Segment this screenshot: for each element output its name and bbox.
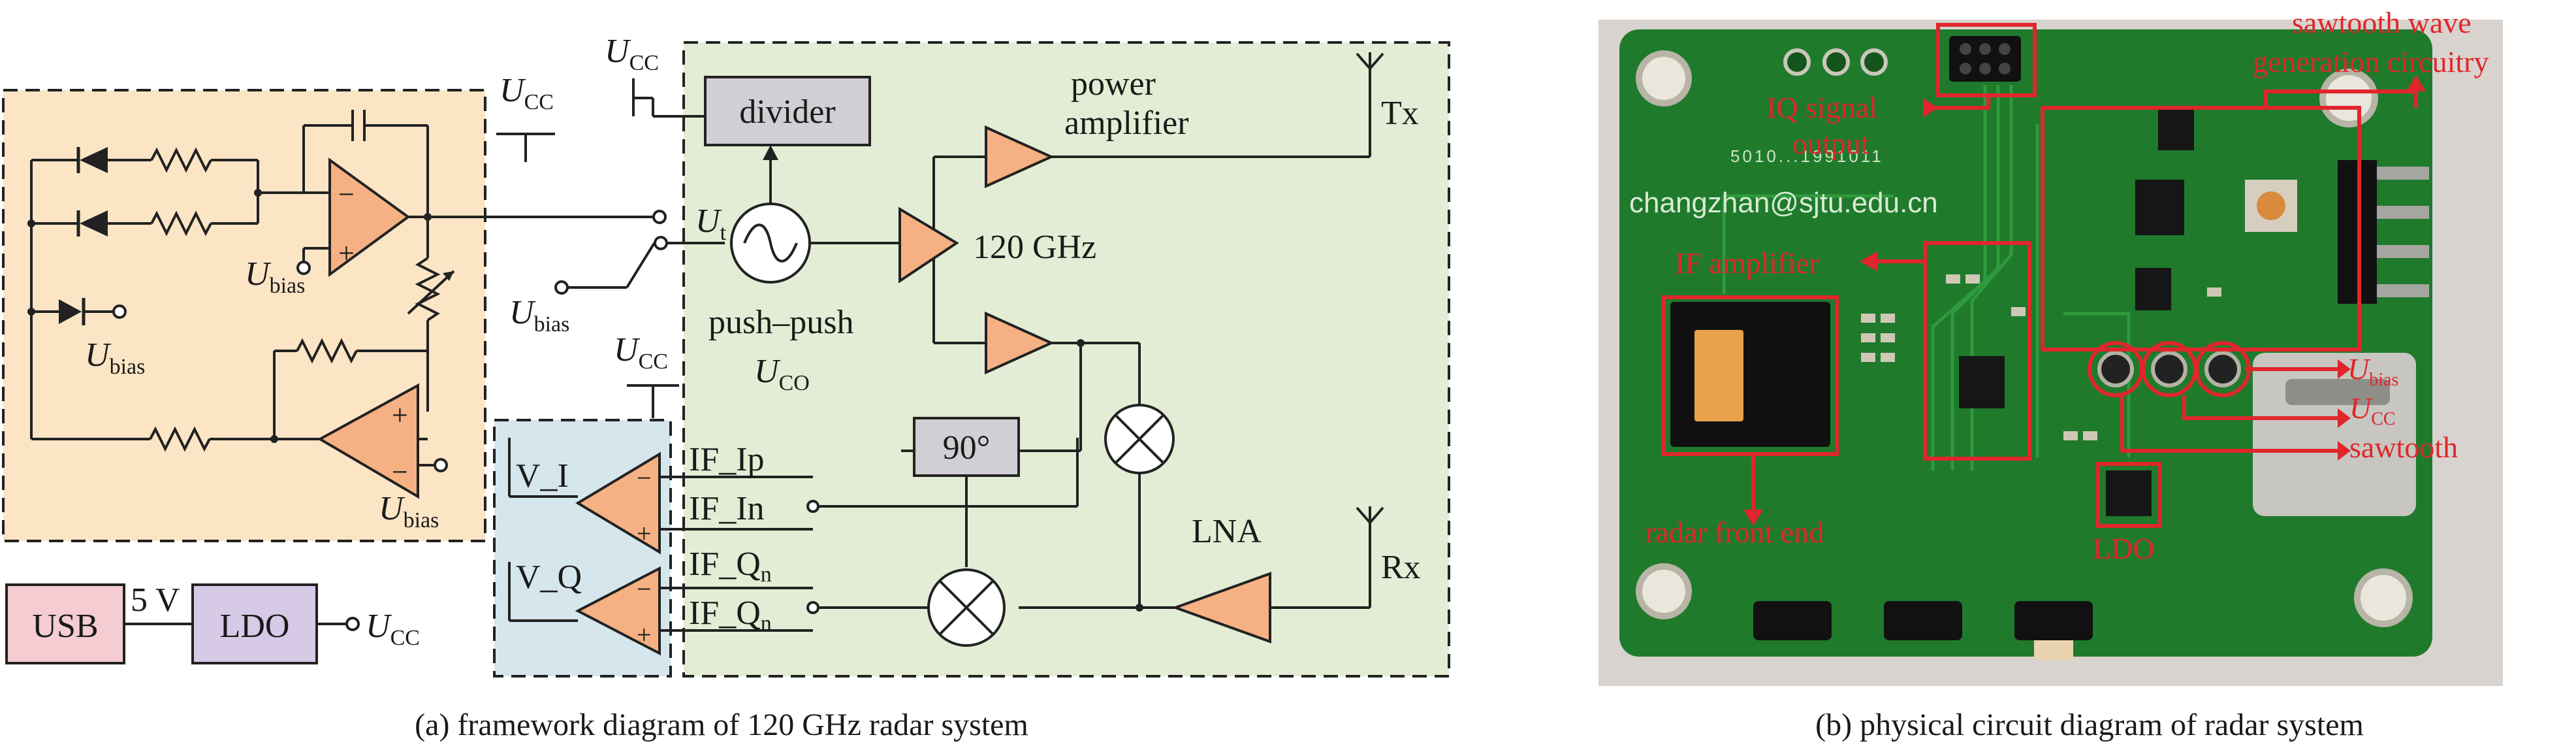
- iq-header-connector: [1949, 36, 2021, 82]
- sawtooth-ic-3: [2135, 268, 2171, 310]
- mounting-hole-icon: [2319, 69, 2378, 127]
- if-amplifier-i-icon: [575, 451, 661, 555]
- ldo-pad-label: LDO: [2093, 532, 2155, 565]
- driver-amplifier-icon: [898, 206, 959, 284]
- usb-label: USB: [32, 608, 98, 645]
- panel-b-physical-board: 5010...1991011 changzhan@sjtu.edu.cn: [1598, 6, 2503, 742]
- usb-box: [5, 583, 125, 664]
- ucc-label-2: UCC: [605, 33, 659, 75]
- phase-shifter-label: 90°: [943, 429, 991, 466]
- five-volt-label: 5 V: [131, 581, 180, 619]
- uco-label: UCO: [754, 353, 810, 395]
- if-ip-label: IF_Ip: [689, 441, 765, 478]
- board-email: changzhan@sjtu.edu.cn: [1629, 187, 1938, 219]
- svg-text:+: +: [338, 237, 355, 269]
- diode-1-icon: [80, 147, 108, 173]
- lna-amplifier-icon: [1171, 572, 1271, 644]
- sawtooth-ic-1: [2158, 108, 2194, 150]
- if-amplifier-highlight: [1923, 241, 2031, 461]
- v-i-label: V_I: [516, 457, 569, 495]
- svg-text:−: −: [338, 178, 355, 210]
- radar-front-end-chip: [1670, 302, 1830, 447]
- top-pad-header: [1783, 48, 1888, 76]
- svg-text:+: +: [392, 399, 408, 431]
- radar-front-end-highlight: [1662, 295, 1839, 456]
- svg-text:−: −: [637, 463, 652, 493]
- iq-output-label-2: output: [1792, 127, 1869, 160]
- panel-b-caption: (b) physical circuit diagram of radar sy…: [1815, 708, 2364, 742]
- tx-antenna-icon: [1356, 52, 1384, 70]
- integrator-opamp-icon: [328, 157, 411, 277]
- if-amplifier-q-icon: [575, 566, 661, 656]
- iq-output-label-1: IQ signal: [1766, 91, 1877, 124]
- ldo-label: LDO: [220, 608, 290, 645]
- ucc-label-1: UCC: [500, 72, 554, 114]
- ubias-label-4: Ubias: [509, 294, 569, 336]
- radar-front-end-label: radar front end: [1646, 515, 1824, 549]
- ldo-highlight: [2096, 462, 2162, 528]
- divider-label: divider: [739, 93, 835, 131]
- bottom-connectors: [1753, 601, 2093, 660]
- svg-text:+: +: [637, 519, 652, 548]
- mounting-hole-icon: [2354, 568, 2413, 627]
- svg-text:+: +: [637, 620, 652, 649]
- sawtooth-gen-label-2: generation circuitry: [2253, 45, 2489, 78]
- mounting-hole-icon: [1636, 50, 1692, 106]
- lo-buffer-amplifier-icon: [985, 311, 1055, 375]
- pcb-board: [1619, 29, 2432, 657]
- if-amplifier-label: IF amplifier: [1675, 246, 1819, 280]
- v-q-label: V_Q: [516, 559, 582, 596]
- mode-switch-icon: [567, 242, 725, 289]
- ucc-label-3: UCC: [614, 331, 668, 374]
- lna-label: LNA: [1192, 513, 1262, 550]
- rx-label: Rx: [1381, 549, 1421, 586]
- divider-box: [704, 76, 871, 146]
- power-label: power: [1071, 65, 1156, 103]
- varactor-diode-icon: [59, 299, 82, 324]
- ubias-label-3: Ubias: [379, 490, 439, 532]
- if-in-label: IF_In: [689, 490, 765, 527]
- svg-text:−: −: [392, 456, 408, 488]
- if-amplifier-ic: [1959, 356, 2005, 408]
- ut-label: Ut: [695, 203, 727, 245]
- ucc-label-4: UCC: [366, 608, 420, 650]
- ubias-label-2: Ubias: [85, 336, 145, 379]
- frequency-label: 120 GHz: [973, 229, 1096, 266]
- ubias-label-1: Ubias: [245, 255, 305, 298]
- rf-frontend-panel: [682, 41, 1450, 678]
- sawtooth-generator-highlight: [2041, 106, 2361, 351]
- phase-shifter-box: [913, 417, 1020, 477]
- svg-text:−: −: [637, 574, 652, 604]
- power-amplifier-icon: [985, 125, 1055, 189]
- mixer-i-icon: [1104, 404, 1175, 474]
- ucc-pad-label: UCC: [2349, 391, 2396, 429]
- ubias-pad-label: Ubias: [2347, 352, 2398, 390]
- board-serial: 5010...1991011: [1730, 146, 1884, 166]
- mounting-hole-icon: [1636, 563, 1692, 619]
- panel-a-framework-diagram: − + + − Ubias Ubias Ubias UCC UCC UCC: [2, 33, 1450, 742]
- diode-2-icon: [80, 210, 108, 237]
- sawtooth-ic-2: [2135, 180, 2184, 235]
- sawtooth-gen-label-1: sawtooth wave: [2292, 6, 2472, 39]
- rx-antenna-icon: [1356, 506, 1384, 524]
- tx-label: Tx: [1381, 95, 1419, 132]
- ldo-ic: [2106, 470, 2152, 516]
- if-qn-label-2: IF_Qn: [689, 595, 772, 636]
- push-push-label: push–push: [708, 304, 853, 341]
- sawtooth-pad-label: sawtooth: [2349, 431, 2458, 464]
- comparator-opamp-icon: [317, 383, 419, 499]
- panel-a-caption: (a) framework diagram of 120 GHz radar s…: [415, 708, 1028, 742]
- bias-circuit-wiring: [30, 110, 653, 466]
- if-qn-label-1: IF_Qn: [689, 546, 772, 587]
- amplifier-label: amplifier: [1064, 105, 1189, 142]
- mixer-q-icon: [927, 568, 1006, 647]
